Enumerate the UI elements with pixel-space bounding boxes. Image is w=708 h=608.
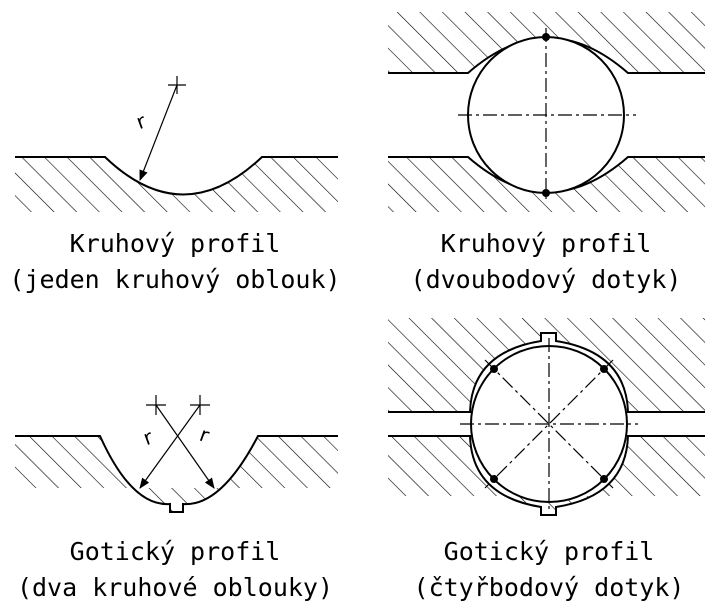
contact-line-diagonal-1 bbox=[484, 359, 614, 489]
radius-arrow-right bbox=[155, 404, 215, 489]
panel-subtitle: (čtyřbodový dotyk) bbox=[414, 573, 685, 602]
groove-contour bbox=[15, 435, 338, 513]
panel-title: Gotický profil bbox=[444, 537, 655, 566]
panel-circular-single-arc: r Kruhový profil (jeden kruhový oblouk) bbox=[9, 76, 341, 294]
upper-race bbox=[388, 12, 705, 73]
contact-point-lower-left bbox=[490, 475, 498, 483]
groove-body bbox=[15, 157, 338, 212]
panel-title: Kruhový profil bbox=[441, 229, 652, 258]
panel-subtitle: (jeden kruhový oblouk) bbox=[9, 265, 340, 294]
lower-race-contour bbox=[388, 435, 705, 516]
contact-line-diagonal-2 bbox=[484, 359, 614, 489]
contact-point-top bbox=[542, 33, 550, 41]
groove-contour bbox=[15, 156, 338, 196]
radius-label-right: r bbox=[197, 422, 214, 448]
panel-gothic-two-arcs: r r Gotický profil (dva kruhové oblouky) bbox=[15, 395, 338, 602]
radius-label-left: r bbox=[140, 424, 157, 450]
panel-subtitle: (dvoubodový dotyk) bbox=[411, 265, 682, 294]
panel-subtitle: (dva kruhové oblouky) bbox=[17, 573, 333, 602]
contact-point-lower-right bbox=[600, 475, 608, 483]
panel-title: Gotický profil bbox=[70, 537, 281, 566]
panel-circular-two-point: Kruhový profil (dvoubodový dotyk) bbox=[388, 12, 705, 294]
radius-arrow-left bbox=[139, 404, 201, 489]
contact-point-bottom bbox=[542, 189, 550, 197]
panel-title: Kruhový profil bbox=[70, 229, 281, 258]
upper-race-contour bbox=[388, 332, 705, 413]
radius-label: r bbox=[133, 108, 150, 134]
contact-point-upper-left bbox=[490, 365, 498, 373]
upper-race bbox=[388, 318, 705, 412]
radius-arrow bbox=[139, 84, 178, 182]
contact-point-upper-right bbox=[600, 365, 608, 373]
panel-gothic-four-point: Gotický profil (čtyřbodový dotyk) bbox=[388, 318, 705, 602]
groove-body bbox=[15, 436, 338, 512]
lower-race bbox=[388, 157, 705, 212]
